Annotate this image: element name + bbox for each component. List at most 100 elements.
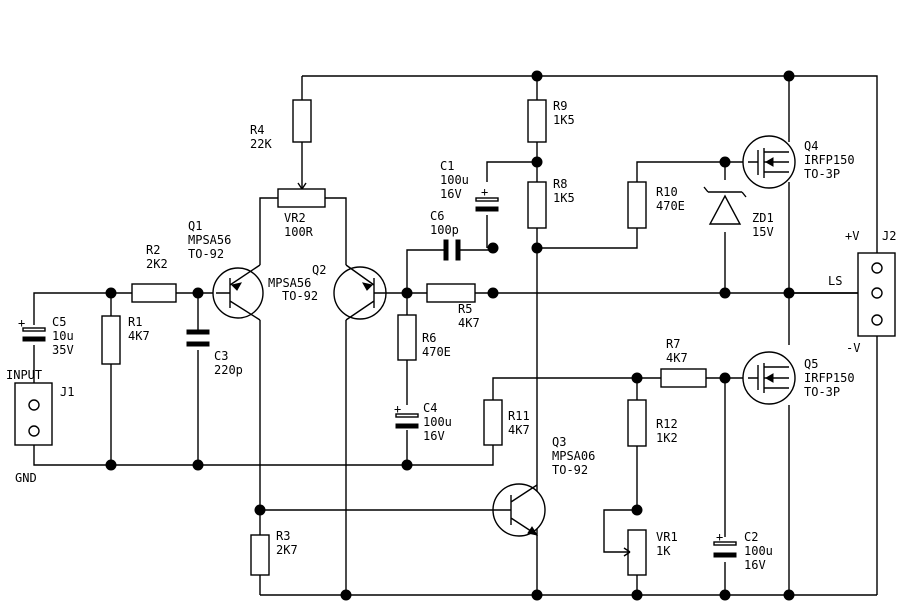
c4-plus: + xyxy=(394,402,401,416)
r11-value: 4K7 xyxy=(508,423,530,437)
input-label: INPUT xyxy=(6,368,42,382)
r3-ref: R3 xyxy=(276,529,290,543)
c1-plus: + xyxy=(481,185,488,199)
c5-ref: C5 xyxy=(52,315,66,329)
c4-plate-bottom xyxy=(395,423,419,429)
vr1-body xyxy=(627,529,647,576)
r2-ref: R2 xyxy=(146,243,160,257)
pos-v-label: +V xyxy=(845,229,859,243)
gnd-label: GND xyxy=(15,471,37,485)
vr2-body xyxy=(277,188,326,208)
c3-plate-top xyxy=(186,329,210,335)
c6-plate-right xyxy=(455,239,461,261)
zd1-value: 15V xyxy=(752,225,774,239)
j2-label: J2 xyxy=(882,229,896,243)
r1-ref: R1 xyxy=(128,315,142,329)
c4-plate-top xyxy=(395,413,419,418)
c2-plate-bottom xyxy=(713,552,737,558)
r10-value: 470E xyxy=(656,199,685,213)
q2-transistor xyxy=(333,264,388,321)
vr1-value: 1K xyxy=(656,544,671,558)
r8-body xyxy=(527,181,547,229)
q3-ref: Q3 xyxy=(552,435,566,449)
c1-value: 100u xyxy=(440,173,469,187)
q4-ref: Q4 xyxy=(804,139,818,153)
r7-body xyxy=(660,368,707,388)
q5-part: IRFP150 xyxy=(804,371,855,385)
r11-ref: R11 xyxy=(508,409,530,423)
r5-value: 4K7 xyxy=(458,316,480,330)
r3-value: 2K7 xyxy=(276,543,298,557)
r1-value: 4K7 xyxy=(128,329,150,343)
r11-body xyxy=(483,399,503,446)
c2-ref: C2 xyxy=(744,530,758,544)
r3-body xyxy=(250,534,270,576)
labels: R4 22K R9 1K5 R8 1K5 C1 100u 16V Q4 IRFP… xyxy=(6,99,896,572)
c1-plate-top xyxy=(475,197,499,202)
r7-value: 4K7 xyxy=(666,351,688,365)
c2-plate-top xyxy=(713,541,737,546)
c2-plus: + xyxy=(716,530,723,544)
c6-plate-left xyxy=(443,239,449,261)
r8-ref: R8 xyxy=(553,177,567,191)
c5-value: 10u xyxy=(52,329,74,343)
q4-part: IRFP150 xyxy=(804,153,855,167)
r2-value: 2K2 xyxy=(146,257,168,271)
q5-mosfet xyxy=(742,351,796,405)
capacitors xyxy=(22,197,737,558)
r4-body xyxy=(292,99,312,143)
c5-plate-bottom xyxy=(22,336,46,342)
c5-voltage: 35V xyxy=(52,343,74,357)
wires xyxy=(33,75,878,596)
c1-plate-bottom xyxy=(475,206,499,212)
r12-value: 1K2 xyxy=(656,431,678,445)
q3-transistor xyxy=(492,483,546,537)
c4-voltage: 16V xyxy=(423,429,445,443)
r6-ref: R6 xyxy=(422,331,436,345)
q4-package: TO-3P xyxy=(804,167,840,181)
c4-ref: C4 xyxy=(423,401,437,415)
q2-part: MPSA56 xyxy=(268,276,311,290)
zd1-ref: ZD1 xyxy=(752,211,774,225)
q5-ref: Q5 xyxy=(804,357,818,371)
r5-ref: R5 xyxy=(458,302,472,316)
c4-value: 100u xyxy=(423,415,452,429)
r4-ref: R4 xyxy=(250,123,264,137)
c6-ref: C6 xyxy=(430,209,444,223)
j1-connector xyxy=(14,382,53,446)
c1-ref: C1 xyxy=(440,159,454,173)
vr2-value: 100R xyxy=(284,225,314,239)
vr1-ref: VR1 xyxy=(656,530,678,544)
r1-body xyxy=(101,315,121,365)
junction-dots xyxy=(105,70,795,601)
r5-body xyxy=(426,283,476,303)
j1-label: J1 xyxy=(60,385,74,399)
q1-part: MPSA56 xyxy=(188,233,231,247)
q5-package: TO-3P xyxy=(804,385,840,399)
j2-connector xyxy=(857,252,896,337)
zd1-zener xyxy=(703,186,747,225)
c3-plate-bottom xyxy=(186,341,210,347)
r12-body xyxy=(627,399,647,447)
c3-value: 220p xyxy=(214,363,243,377)
r6-value: 470E xyxy=(422,345,451,359)
q1-package: TO-92 xyxy=(188,247,224,261)
c6-value: 100p xyxy=(430,223,459,237)
ls-label: LS xyxy=(828,274,842,288)
c2-value: 100u xyxy=(744,544,773,558)
r4-value: 22K xyxy=(250,137,272,151)
q2-package: TO-92 xyxy=(282,289,318,303)
q1-ref: Q1 xyxy=(188,219,202,233)
q2-ref: Q2 xyxy=(312,263,326,277)
c2-voltage: 16V xyxy=(744,558,766,572)
c1-voltage: 16V xyxy=(440,187,462,201)
r12-ref: R12 xyxy=(656,417,678,431)
r9-ref: R9 xyxy=(553,99,567,113)
vr2-wiper-arrow xyxy=(297,182,307,190)
r9-value: 1K5 xyxy=(553,113,575,127)
r6-body xyxy=(397,314,417,361)
r2-body xyxy=(131,283,177,303)
r10-body xyxy=(627,181,647,229)
neg-v-label: -V xyxy=(846,341,860,355)
